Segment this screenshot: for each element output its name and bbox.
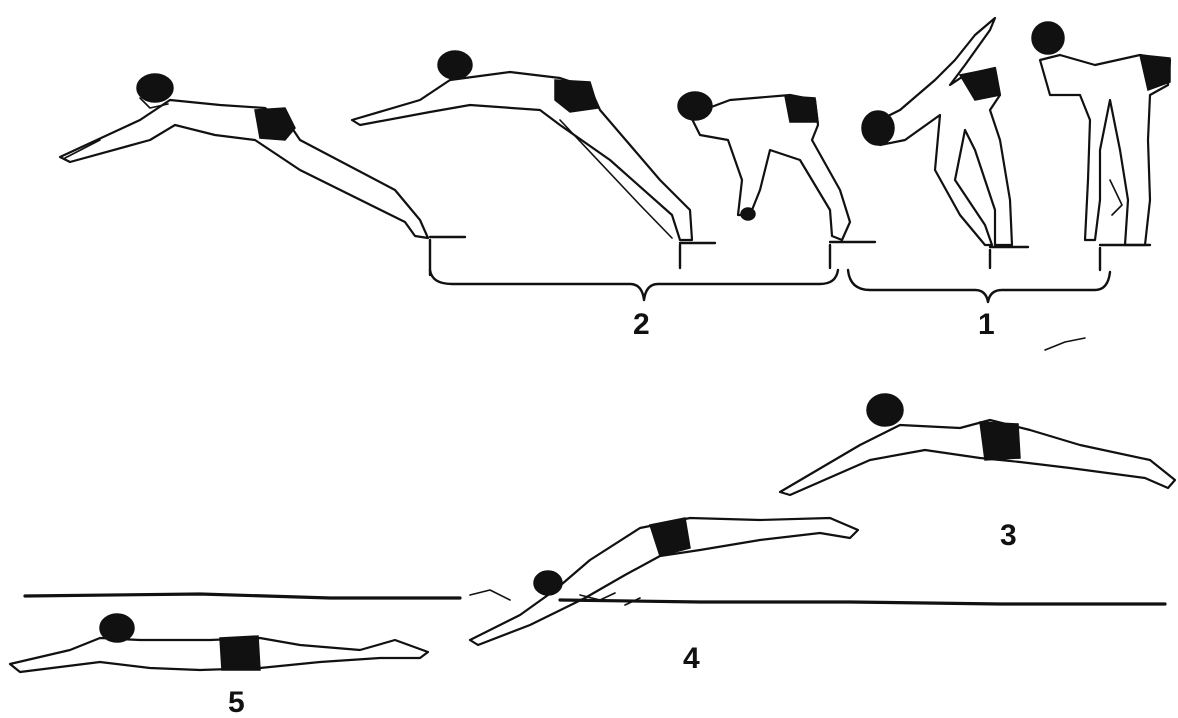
swimmer-underwater-glide <box>10 614 428 672</box>
phase-label-2: 2 <box>633 308 650 341</box>
swimmer-crouch <box>678 92 850 240</box>
swimmer-flight-stretched <box>60 74 428 238</box>
bracket-phase-1 <box>848 270 1110 302</box>
water-surface <box>25 594 1165 604</box>
phase-label-5: 5 <box>228 686 245 718</box>
swimmer-horizontal-flight <box>780 394 1175 495</box>
scan-mark <box>1045 338 1085 350</box>
phase-label-1: 1 <box>978 308 995 341</box>
starting-block-edges <box>430 237 1150 275</box>
swimmer-arm-swing <box>862 18 1012 245</box>
phase-label-3: 3 <box>1000 519 1017 552</box>
swimmer-water-entry <box>470 518 858 645</box>
swimmer-ready-stance <box>1032 22 1170 245</box>
phase-label-4: 4 <box>683 642 700 675</box>
bracket-phase-2 <box>430 270 838 300</box>
